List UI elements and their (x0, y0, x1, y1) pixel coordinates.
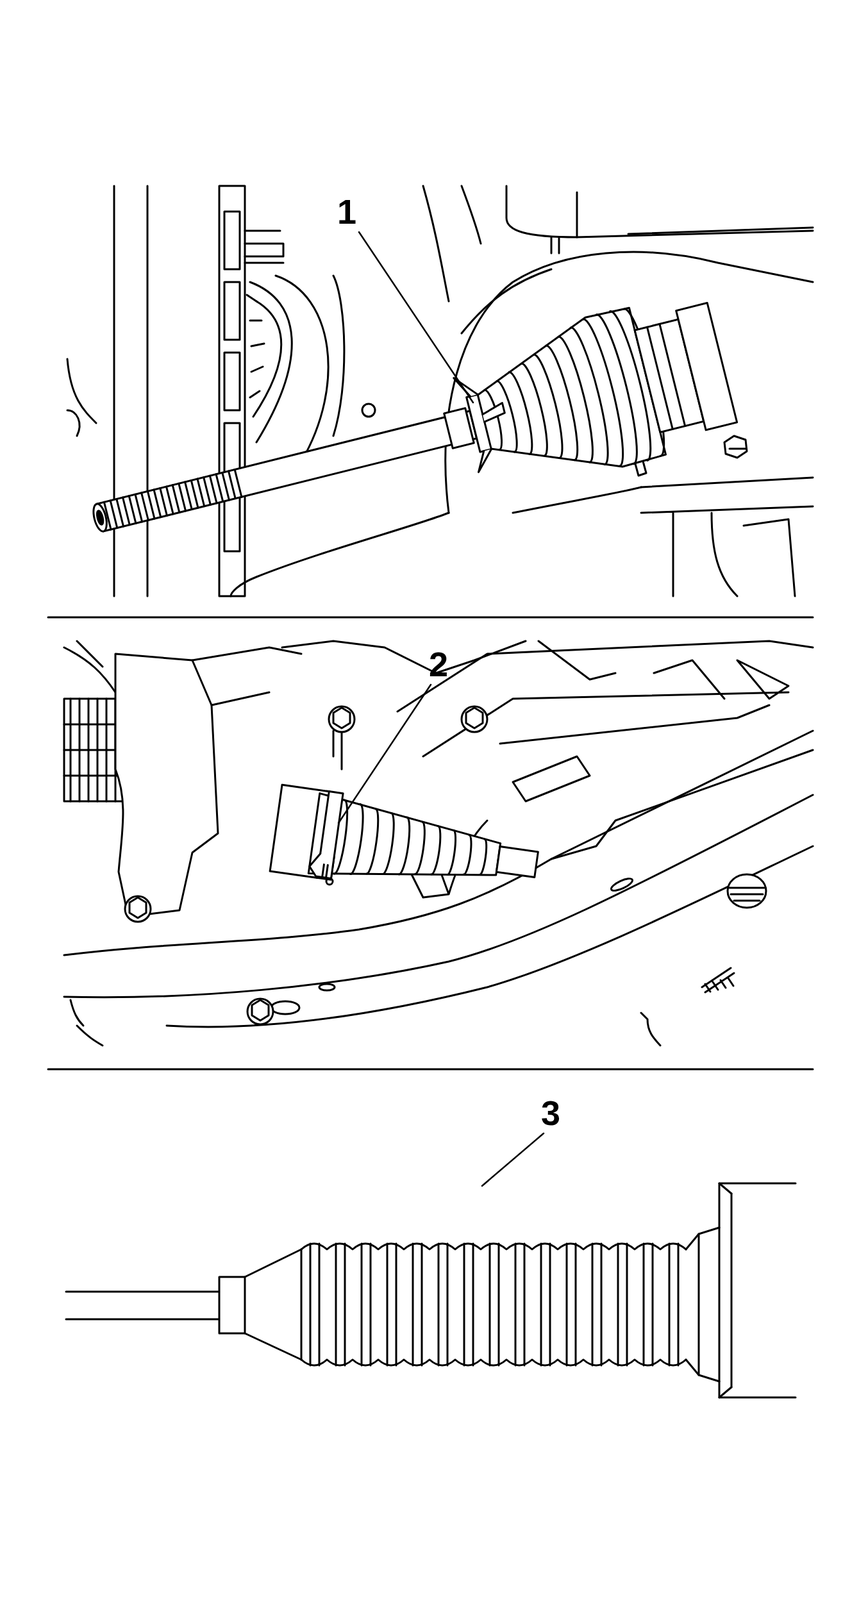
leader-line (482, 1133, 544, 1186)
panel-one-background (67, 185, 813, 597)
leader-line (358, 232, 474, 403)
callout-number: 2 (428, 646, 449, 682)
callout-number: 3 (541, 1095, 561, 1131)
panel-divider (48, 1068, 813, 1071)
callout-number: 1 (337, 194, 357, 229)
panel-two-background (64, 641, 813, 1046)
leader-line (338, 684, 431, 824)
boot-detail (66, 1183, 796, 1398)
tie-rod-and-boot-one (75, 287, 741, 594)
panel-divider (48, 616, 813, 619)
rack-boot-two (269, 784, 543, 908)
